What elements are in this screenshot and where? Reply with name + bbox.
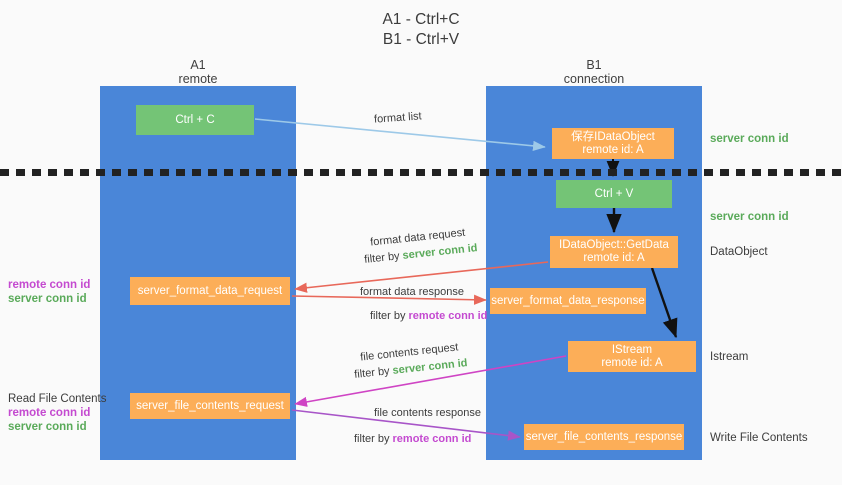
box-ctrl-v-label: Ctrl + V <box>594 187 634 200</box>
page-title: A1 - Ctrl+C B1 - Ctrl+V <box>0 10 842 50</box>
lane-b1-sub: connection <box>563 72 625 86</box>
box-ctrl-c[interactable]: Ctrl + C <box>136 105 254 135</box>
lane-header-b1: B1 connection <box>516 58 672 86</box>
box-getdata-remote-id: remote id: A <box>583 252 645 264</box>
label-server-conn-id-mid: server conn id <box>710 211 789 223</box>
filter-value-remote-conn-id: remote conn id <box>408 310 488 322</box>
label-istream: Istream <box>710 351 749 363</box>
edge-label-file-contents-response-filter: filter by remote conn id <box>354 432 481 446</box>
label-remote-conn-id-bottom: remote conn id <box>8 407 91 419</box>
title-line-1: A1 - Ctrl+C <box>382 11 460 28</box>
box-getdata[interactable]: IDataObject::GetData remote id: A <box>550 236 678 268</box>
edge-label-format-data-response-text: format data response <box>360 286 464 298</box>
label-write-file-contents: Write File Contents <box>710 432 808 444</box>
box-istream[interactable]: IStream remote id: A <box>568 341 696 372</box>
box-server-format-data-response[interactable]: server_format_data_response <box>490 288 646 314</box>
title-line-2: B1 - Ctrl+V <box>382 31 460 48</box>
box-istream-remote-id: remote id: A <box>601 356 663 369</box>
label-group-conn-ids-top: remote conn id server conn id <box>8 278 90 306</box>
box-save-dataobject-remote-id: remote id: A <box>582 143 644 156</box>
box-save-dataobject[interactable]: 保存IDataObject remote id: A <box>552 128 674 159</box>
filter-prefix: filter by <box>363 249 404 266</box>
label-server-conn-id-top: server conn id <box>710 133 789 145</box>
edge-label-format-data-response: format data response filter by remote co… <box>360 285 487 323</box>
lane-a1-name: A1 <box>190 58 206 72</box>
divider-dashed-line <box>0 169 842 176</box>
label-server-conn-id-left-top: server conn id <box>8 293 87 305</box>
edge-label-format-list-text: format list <box>373 110 423 126</box>
filter-prefix: filter by <box>353 364 394 381</box>
filter-prefix: filter by <box>354 433 393 445</box>
box-server-format-data-request-label: server_format_data_request <box>137 284 283 297</box>
filter-prefix: filter by <box>370 310 409 322</box>
box-istream-title: IStream <box>611 343 653 356</box>
lane-b1-name: B1 <box>586 58 602 72</box>
box-ctrl-c-label: Ctrl + C <box>175 113 215 126</box>
edge-label-file-contents-request: file contents request filter by server c… <box>354 341 468 381</box>
lane-header-a1: A1 remote <box>120 58 276 86</box>
box-ctrl-v[interactable]: Ctrl + V <box>556 180 672 208</box>
box-getdata-title: IDataObject::GetData <box>559 239 669 251</box>
label-dataobject: DataObject <box>710 246 768 258</box>
box-save-dataobject-title: 保存IDataObject <box>571 130 655 143</box>
box-server-format-data-response-label: server_format_data_response <box>491 294 645 307</box>
box-server-file-contents-response-label: server_file_contents_response <box>525 430 683 443</box>
edge-label-format-data-request: format data request filter by server con… <box>364 227 478 266</box>
edge-label-format-list: format list <box>374 109 423 126</box>
label-group-conn-ids-bottom: Read File Contents remote conn id server… <box>8 392 106 434</box>
box-server-file-contents-response[interactable]: server_file_contents_response <box>524 424 684 450</box>
box-server-file-contents-request[interactable]: server_file_contents_request <box>130 393 290 419</box>
box-server-format-data-request[interactable]: server_format_data_request <box>130 277 290 305</box>
lane-a1-sub: remote <box>178 72 218 86</box>
box-server-file-contents-request-label: server_file_contents_request <box>136 399 284 412</box>
edge-label-file-contents-response-text: file contents response <box>374 407 482 419</box>
label-read-file-contents: Read File Contents <box>8 393 107 405</box>
filter-value-remote-conn-id: remote conn id <box>392 433 472 445</box>
label-remote-conn-id-top: remote conn id <box>8 279 91 291</box>
edge-label-file-contents-response: file contents response filter by remote … <box>354 406 482 446</box>
edge-label-format-data-response-filter: filter by remote conn id <box>370 309 487 323</box>
label-server-conn-id-left-bottom: server conn id <box>8 421 87 433</box>
